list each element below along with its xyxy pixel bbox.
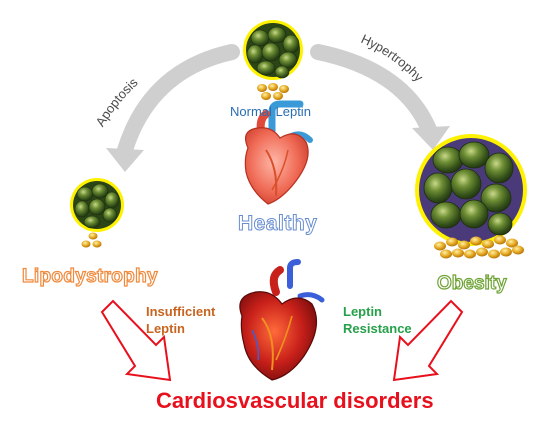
leptin-resistance-line1: Leptin [343, 304, 382, 319]
hypertrophy-arrow [310, 44, 450, 150]
healthy-heart-illustration [244, 100, 313, 205]
healthy-label: Healthy [237, 212, 318, 236]
lipodystrophy-label: Lipodystrophy [21, 265, 158, 287]
obesity-leptin-dots [434, 235, 524, 259]
leptin-resistance-line2: Resistance [343, 321, 412, 336]
lipodystrophy-adipocyte-cluster [70, 178, 124, 232]
insufficient-leptin-line2: Leptin [146, 321, 185, 336]
diseased-heart-illustration [239, 259, 325, 381]
obesity-label: Obesity [436, 272, 507, 294]
insufficient-leptin-label: Insufficient Leptin [146, 303, 215, 337]
cardiovascular-disorders-label: Cardiosvascular disorders [156, 388, 434, 413]
leptin-resistance-label: Leptin Resistance [343, 303, 412, 337]
normal-leptin-dots [257, 83, 289, 100]
right-red-arrow [392, 299, 464, 382]
normal-leptin-label: Normal Leptin [230, 104, 311, 119]
left-red-arrow [100, 299, 172, 382]
insufficient-leptin-line1: Insufficient [146, 304, 216, 319]
normal-adipocyte-cluster [243, 20, 303, 80]
lipodystrophy-leptin-dots [81, 232, 102, 248]
apoptosis-arrow [106, 44, 240, 172]
obesity-adipocyte-cluster [415, 134, 527, 246]
